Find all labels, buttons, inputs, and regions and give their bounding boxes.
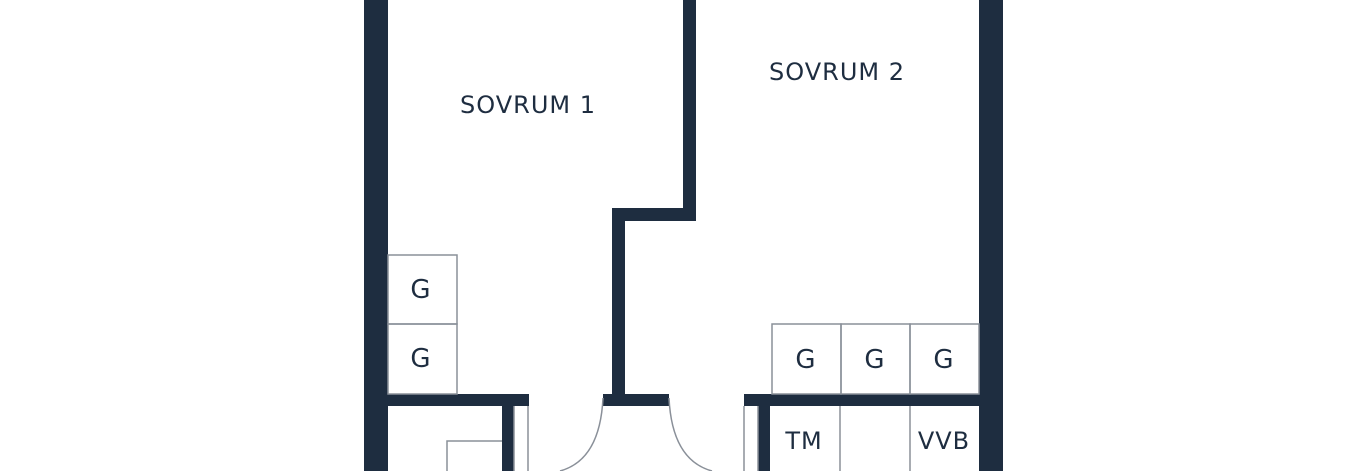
door-jamb-center <box>603 394 669 406</box>
walls <box>364 0 1003 471</box>
closets-sovrum-2 <box>771 323 980 395</box>
closet-cell <box>909 323 980 395</box>
utility-label-vvb: VVB <box>918 427 970 455</box>
partition-wall-step <box>612 208 696 221</box>
utility-label-tm: TM <box>784 427 822 455</box>
bathroom-wall-top <box>388 394 529 406</box>
door-swing-arc-right <box>668 397 713 471</box>
door-swings <box>559 397 713 471</box>
utility-cells <box>839 406 911 471</box>
closet-label: G <box>410 344 431 374</box>
closet-label: G <box>864 345 885 375</box>
closet-label: G <box>410 275 431 305</box>
outer-wall-left <box>364 0 388 471</box>
door-swing-arc-left <box>559 397 604 471</box>
closet-label: G <box>795 345 816 375</box>
room-label-sovrum-2: SOVRUM 2 <box>769 58 905 86</box>
outer-wall-right <box>979 0 1003 471</box>
utility-wall-side <box>758 394 770 471</box>
partition-wall-lower <box>612 208 625 406</box>
partition-wall-upper <box>683 0 696 221</box>
room-label-sovrum-1: SOVRUM 1 <box>460 91 596 119</box>
bathroom-fixture-outline <box>446 440 502 471</box>
closets-sovrum-1 <box>387 254 458 395</box>
bathroom-wall-side <box>502 394 514 471</box>
utility-wall-top <box>744 394 979 406</box>
closet-cell <box>387 323 458 395</box>
fixture-lines <box>446 406 759 471</box>
closet-label: G <box>933 345 954 375</box>
